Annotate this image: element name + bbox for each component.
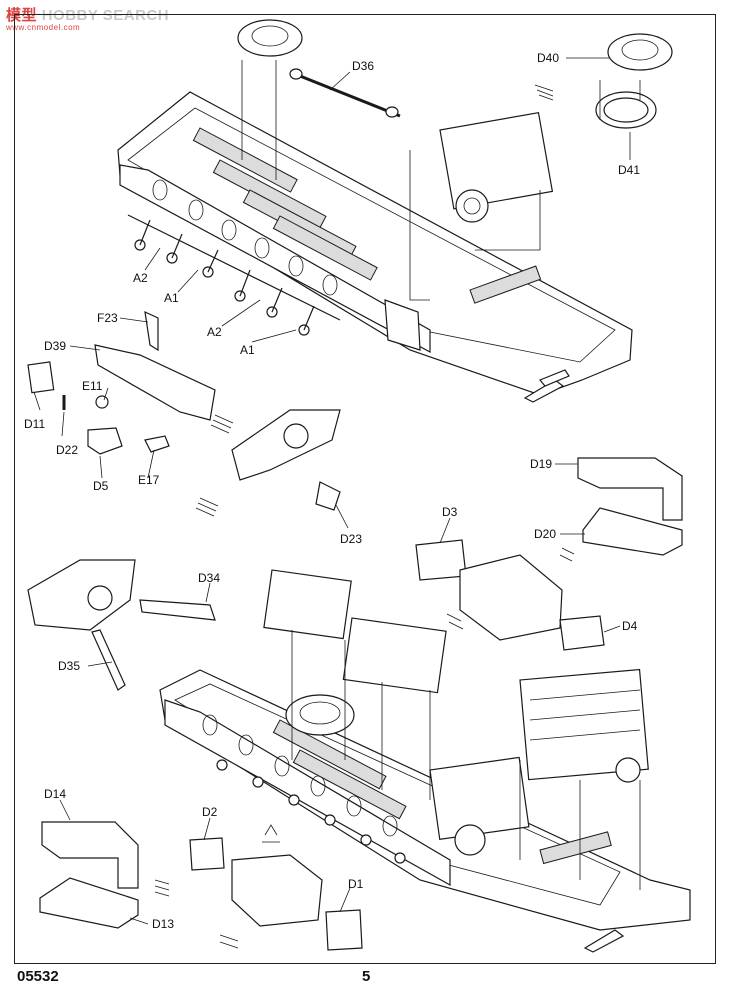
watermark-brand-en: HOBBY SEARCH [41,7,170,24]
page-frame [14,14,716,964]
callout-e17: E17 [138,473,160,487]
callout-leaders [33,57,631,925]
page-number: 5 [362,968,371,985]
callout-d4: D4 [622,619,638,633]
callout-d1: D1 [348,877,364,891]
callout-d34: D34 [198,571,221,585]
callout-e11: E11 [82,379,103,393]
top-chassis-drawing [117,19,673,403]
watermark-site: www.cnmodel.com [6,23,81,32]
callout-d5: D5 [93,479,109,493]
direction-arrows [154,84,575,949]
front-plate-drawing [27,310,341,511]
callout-d13: D13 [152,917,175,931]
callout-d14: D14 [44,787,67,801]
callout-d20: D20 [534,527,557,541]
callout-a2-top: A2 [133,271,148,285]
callout-d2: D2 [202,805,218,819]
callout-d11: D11 [24,417,46,431]
bottom-chassis-drawing [27,559,691,953]
callout-d41: D41 [618,163,641,177]
callout-d3: D3 [442,505,458,519]
callout-d19: D19 [530,457,553,471]
callout-f23: F23 [97,311,118,325]
callout-d23: D23 [340,532,363,546]
kit-number: 05532 [17,968,59,985]
watermark: 模型 HOBBY SEARCH www.cnmodel.com [6,4,169,32]
callout-a2-mid: A2 [207,325,222,339]
callout-d22: D22 [56,443,79,457]
callout-d36: D36 [352,59,375,73]
callout-a1-top: A1 [164,291,179,305]
stowage-bin-drawings [39,457,683,951]
watermark-brand-cn: 模型 [6,7,38,24]
callout-d39: D39 [44,339,67,353]
callout-d40: D40 [537,51,560,65]
callout-a1-mid: A1 [240,343,255,357]
callout-d35: D35 [58,659,81,673]
